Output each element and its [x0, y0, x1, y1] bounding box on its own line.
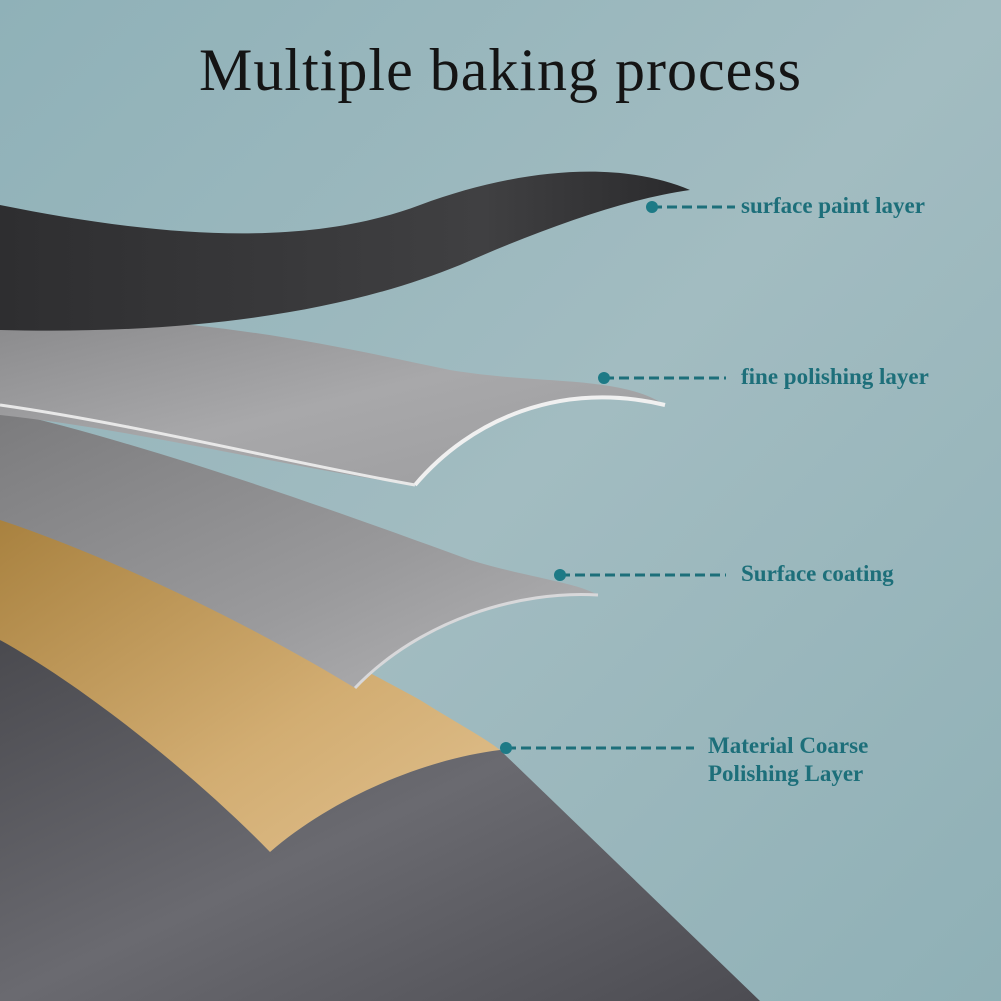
marker-dot [554, 569, 566, 581]
marker-dot [598, 372, 610, 384]
page-title: Multiple baking process [199, 37, 802, 103]
label-coarse-polishing-line2: Polishing Layer [708, 761, 864, 786]
fine-polishing-layer [0, 318, 665, 485]
label-surface-paint-layer: surface paint layer [741, 193, 925, 218]
label-coarse-polishing-line1: Material Coarse [708, 733, 869, 758]
label-surface-coating: Surface coating [741, 561, 894, 586]
label-fine-polishing-layer: fine polishing layer [741, 364, 929, 389]
coarse-polishing-layer [0, 515, 500, 852]
marker-dot [646, 201, 658, 213]
surface-coating-layer [0, 410, 598, 688]
surface-paint-layer [0, 171, 690, 331]
marker-dot [500, 742, 512, 754]
